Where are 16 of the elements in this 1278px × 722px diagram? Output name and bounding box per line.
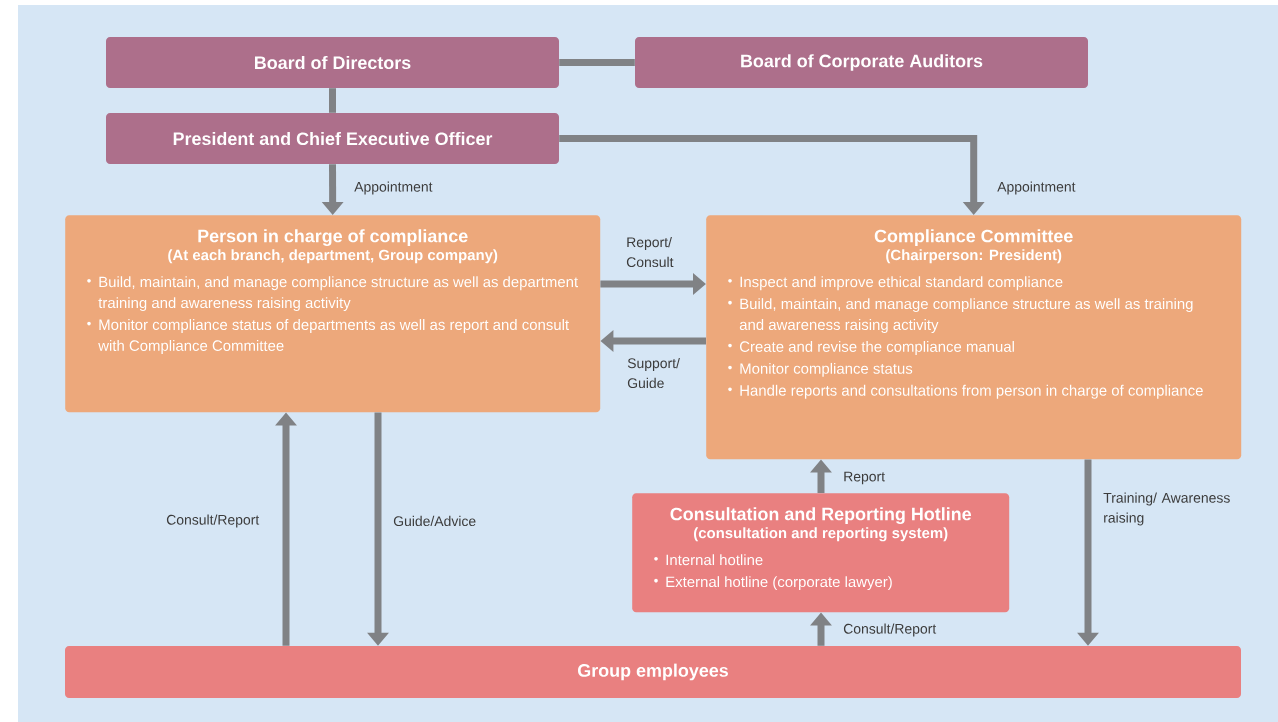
edge-label: Support/ Guide: [627, 357, 680, 389]
edge-label: Consult/Report: [166, 514, 260, 528]
edge-label: Report/ Consult: [626, 236, 674, 268]
edge-label: Consult/Report: [843, 623, 937, 637]
edge-label: Appointment: [354, 181, 433, 195]
group-bar: Group employees: [65, 646, 1241, 698]
edge-label: Guide/Advice: [393, 515, 476, 527]
org-box: Board of Corporate Auditors: [635, 37, 1088, 88]
info-card: Person in charge of compliance (At each branch, department, Group company) Build, maintain, and manage compliance structure as well as department training and awareness raising activity Monitor compliance status of departments as well as report and consult with Compliance Committee: [65, 215, 601, 413]
info-card: Consultation and Reporting Hotline (consultation and reporting system) Internal hotline External hotline (corporate lawyer): [632, 493, 1010, 613]
edge-label: Training/ Awareness raising: [1103, 492, 1230, 526]
info-card: Compliance Committee (Chairperson: President) Inspect and improve ethical standard compliance Build, maintain, and manage compliance structure as well as training and awareness raising activity Create and revise the compliance manual Monitor compliance status Handle reports and consultations from person in charge of compliance: [706, 215, 1242, 460]
edge-label: Report: [844, 471, 885, 485]
org-box: Board of Directors: [106, 37, 559, 88]
org-box: President and Chief Executive Officer: [106, 113, 559, 164]
edge-label: Appointment: [997, 181, 1076, 195]
